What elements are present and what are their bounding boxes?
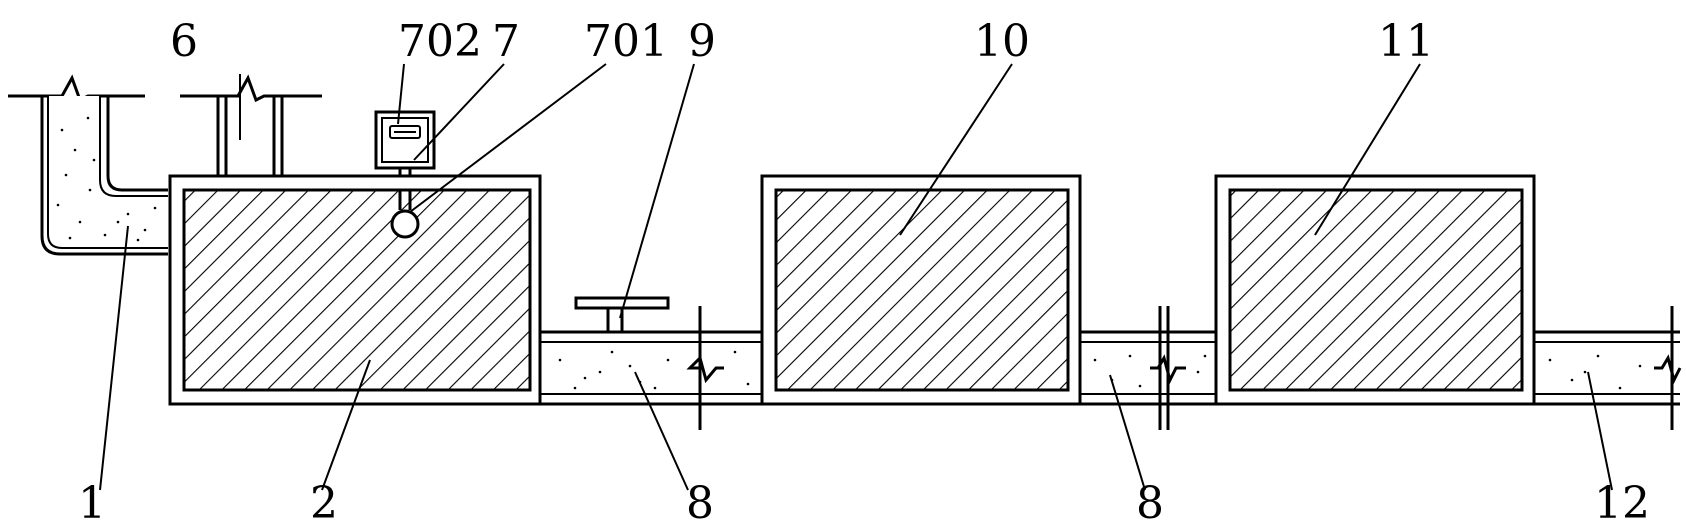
label-1: 1: [78, 478, 106, 527]
sensor-701: [390, 190, 420, 239]
label-6: 6: [170, 16, 198, 67]
label-10: 10: [974, 16, 1030, 67]
label-702: 702: [398, 16, 482, 67]
tank-11: [1214, 174, 1536, 406]
meter-7: [374, 110, 436, 176]
callout-labels: 1 2 6 702 7 701 9 10 11 8 8 12: [78, 16, 1650, 527]
inlet-pipe-1: [8, 74, 168, 256]
label-2: 2: [310, 478, 338, 527]
label-8-second: 8: [1136, 478, 1164, 527]
conduit-8-second: [1080, 306, 1216, 430]
valve-9: [574, 296, 670, 332]
tank-2: [168, 174, 542, 406]
conduit-8-first: [540, 306, 762, 430]
label-8-first: 8: [686, 478, 714, 527]
label-9: 9: [688, 16, 716, 67]
leader-lines: [99, 63, 1613, 491]
label-7: 7: [492, 16, 520, 67]
label-701: 701: [584, 16, 668, 67]
label-12: 12: [1594, 478, 1650, 527]
label-11: 11: [1378, 16, 1434, 67]
pipe-6: [180, 74, 322, 176]
outlet-conduit-12: [1534, 306, 1682, 430]
tank-10: [760, 174, 1082, 406]
